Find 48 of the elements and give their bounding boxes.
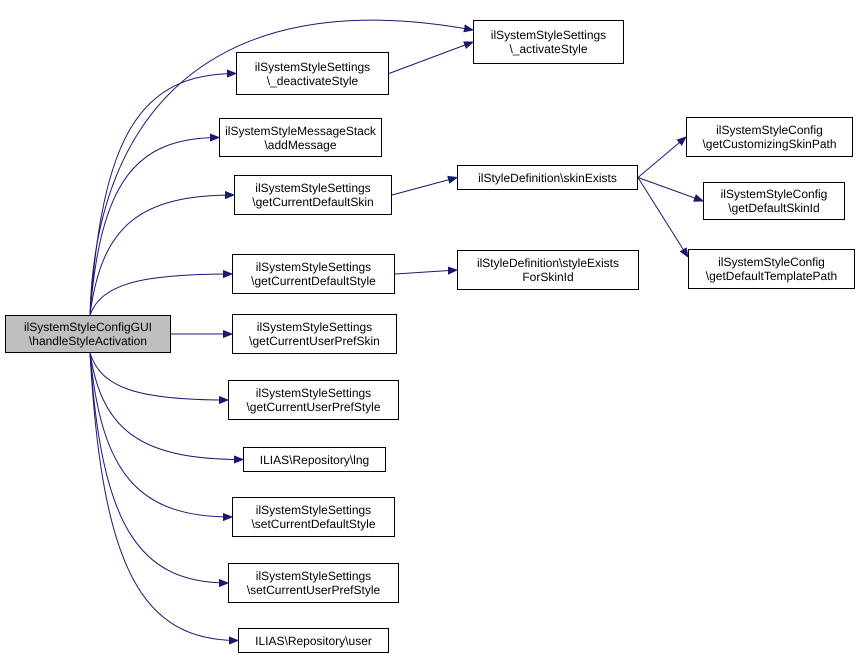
function-box bbox=[688, 249, 855, 289]
function-box bbox=[686, 117, 853, 157]
function-name: ILIAS\Repository\user bbox=[255, 634, 372, 648]
function-box bbox=[236, 52, 389, 95]
function-name: ilSystemStyleSettings \getCurrentDefaultSkin bbox=[251, 181, 375, 209]
call-arrow bbox=[638, 177, 704, 202]
function-box bbox=[703, 182, 845, 220]
function-name: ilSystemStyleConfig \getCustomizingSkinPath bbox=[701, 123, 838, 151]
function-box bbox=[238, 628, 389, 653]
call-arrow bbox=[90, 191, 234, 316]
function-name: ilStyleDefinition\styleExists ForSkinId bbox=[476, 256, 620, 284]
call-arrow bbox=[638, 136, 686, 178]
call-arrow bbox=[388, 41, 474, 74]
call-arrow bbox=[90, 352, 232, 521]
function-name: ilSystemStyleMessageStack \addMessage bbox=[224, 124, 377, 152]
function-box bbox=[243, 447, 386, 472]
call-arrow bbox=[90, 352, 228, 404]
function-box bbox=[232, 497, 395, 537]
call-arrow bbox=[90, 134, 220, 316]
function-box bbox=[457, 250, 639, 290]
function-name: ilSystemStyleSettings \getCurrentDefaultStyle bbox=[250, 260, 377, 288]
function-box bbox=[5, 315, 171, 353]
function-name: ILIAS\Repository\lng bbox=[260, 452, 370, 466]
call-arrow bbox=[90, 270, 232, 316]
function-box bbox=[457, 165, 638, 190]
call-arrow bbox=[90, 352, 244, 464]
call-arrow bbox=[170, 330, 232, 338]
call-arrow bbox=[394, 266, 458, 275]
function-name: ilSystemStyleSettings \setCurrentUserPrefStyle bbox=[246, 569, 382, 597]
function-box bbox=[228, 380, 399, 420]
function-name: ilSystemStyleSettings \getCurrentUserPrefSkin bbox=[248, 320, 381, 348]
function-name: ilSystemStyleConfig \getDefaultTemplatePath bbox=[704, 255, 838, 283]
function-name: ilSystemStyleSettings \_deactivateStyle bbox=[254, 60, 372, 88]
function-box bbox=[234, 175, 392, 215]
function-box bbox=[228, 563, 399, 603]
function-name: ilStyleDefinition\skinExists bbox=[478, 170, 617, 184]
function-name: ilSystemStyleSettings \_activateStyle bbox=[490, 28, 608, 56]
function-box bbox=[473, 20, 624, 64]
function-box bbox=[232, 254, 395, 294]
call-arrow bbox=[638, 177, 688, 258]
function-name: ilSystemStyleSettings \setCurrentDefaultStyle bbox=[250, 503, 377, 531]
function-name: ilSystemStyleConfigGUI \handleStyleActivation bbox=[22, 320, 154, 348]
function-box bbox=[232, 314, 397, 354]
function-name: ilSystemStyleConfig \getDefaultSkinId bbox=[720, 187, 828, 215]
call-arrow bbox=[90, 352, 238, 644]
function-name: ilSystemStyleSettings \getCurrentUserPrefStyle bbox=[245, 386, 382, 414]
call-arrow bbox=[392, 176, 458, 196]
function-box bbox=[219, 118, 382, 157]
